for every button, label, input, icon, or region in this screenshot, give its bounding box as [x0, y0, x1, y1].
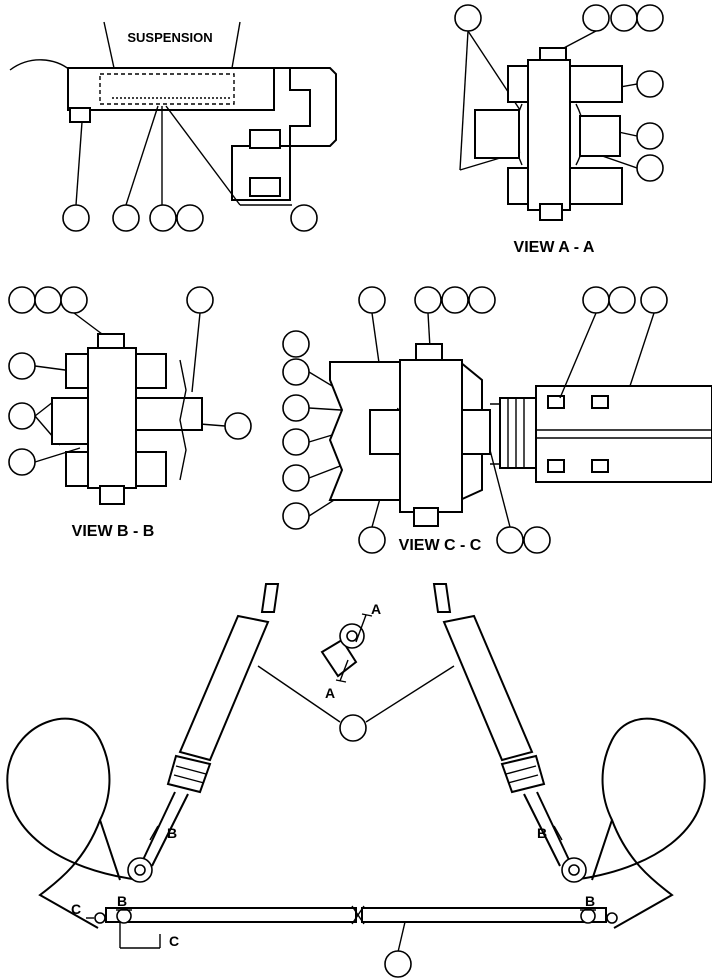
section-c-left-label: C: [71, 901, 81, 917]
section-b-left-upper-label: B: [167, 825, 177, 841]
section-c-bottom-label: C: [169, 933, 179, 949]
suspension-mount-detail: SUSPENSION: [9, 21, 337, 232]
suspension-assembly: A A B B B B C C: [6, 583, 706, 978]
section-b-left-lower-label: B: [117, 893, 127, 909]
view-c-c-label: VIEW C - C: [399, 537, 482, 554]
view-b-b-label: VIEW B - B: [72, 523, 155, 540]
view-a-a-label: VIEW A - A: [514, 239, 595, 256]
suspension-label: SUSPENSION: [127, 30, 212, 45]
view-b-b-detail: VIEW B - B: [8, 286, 252, 540]
section-b-right-lower-label: B: [585, 893, 595, 909]
section-a-bottom-label: A: [325, 685, 335, 701]
view-a-a-detail: VIEW A - A: [454, 4, 664, 256]
view-c-c-detail: VIEW C - C: [282, 286, 712, 554]
section-a-top-label: A: [371, 601, 381, 617]
section-b-right-upper-label: B: [537, 825, 547, 841]
